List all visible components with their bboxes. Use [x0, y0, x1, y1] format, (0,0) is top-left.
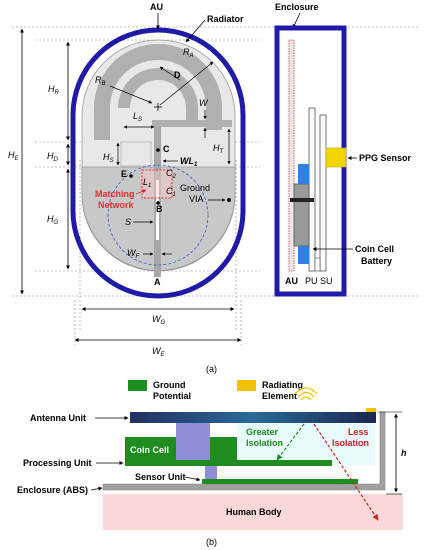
panel-a-side-view: Enclosure PPG Sensor Coin Cell Battery A… [274, 2, 412, 297]
side-au-strip [288, 39, 295, 272]
label-au-top: AU [150, 2, 163, 12]
label-antenna-unit: Antenna Unit [30, 413, 86, 423]
side-pu-board [308, 107, 316, 272]
label-w-g: WG [152, 314, 166, 326]
label-greater-1: Greater [246, 427, 279, 437]
label-sensor-unit: Sensor Unit [135, 472, 186, 482]
label-panel-a: (a) [206, 364, 217, 374]
label-processing-unit: Processing Unit [23, 458, 92, 468]
side-su-board [319, 114, 327, 272]
label-enclosure-abs: Enclosure (ABS) [17, 485, 88, 495]
label-coin-cell: Coin Cell [130, 445, 169, 455]
label-point-a: A [154, 277, 161, 287]
label-w-f: WF [127, 248, 140, 260]
enclosure-outline [70, 27, 246, 299]
label-point-d: D [174, 70, 181, 80]
label-matching-1: Matching [95, 189, 135, 199]
label-s: S [125, 217, 131, 227]
label-ground-2: VIA [189, 194, 204, 204]
label-w: W [199, 98, 209, 108]
antenna-unit-board [130, 412, 376, 423]
label-c1: C1 [166, 186, 176, 198]
label-side-au: AU [285, 276, 298, 286]
label-r-b: RB [95, 75, 106, 87]
radiator-stub [152, 120, 232, 127]
human-body [103, 494, 403, 530]
processing-unit-board [125, 460, 332, 466]
label-greater-2: Isolation [246, 438, 283, 448]
label-point-c: C [163, 144, 170, 154]
label-h-e: HE [8, 150, 20, 162]
matching-network-box [141, 169, 173, 199]
legend-radiating-2: Element [262, 391, 297, 401]
ground-via-dot [227, 198, 231, 202]
legend-ground-swatch [128, 380, 147, 391]
label-less-2: Isolation [332, 438, 369, 448]
label-point-b: B [156, 204, 163, 214]
label-c2: C2 [166, 168, 177, 180]
feed-gap [156, 180, 159, 240]
radiation-wave-icon [294, 387, 318, 401]
label-radiator: Radiator [207, 14, 244, 24]
label-w-e: WE [152, 346, 166, 358]
label-less-1: Less [348, 427, 369, 437]
label-human-body: Human Body [226, 507, 282, 517]
label-h-t: HT [213, 143, 225, 155]
label-ppg: PPG Sensor [359, 153, 412, 163]
ground-slot [120, 141, 152, 167]
side-battery [293, 183, 310, 247]
label-h-r: HR [48, 84, 60, 96]
radiator-outer-arm [94, 44, 222, 140]
legend-ground-2: Potential [153, 391, 191, 401]
label-l-s: LS [133, 111, 142, 123]
label-enclosure: Enclosure [275, 2, 319, 12]
label-coin-1: Coin Cell [355, 244, 394, 254]
label-ground-1: Ground [180, 183, 210, 193]
legend-ground: Ground [153, 380, 186, 390]
label-panel-b: (b) [206, 537, 217, 547]
label-point-e: E [121, 169, 127, 179]
label-h-s: HS [103, 152, 114, 164]
label-side-pu: PU [305, 276, 318, 286]
label-h: h [401, 448, 407, 458]
ppg-sensor [325, 147, 347, 168]
sensor-unit-board [202, 479, 358, 484]
label-wl1: WL1 [180, 156, 198, 168]
label-matching-2: Network [98, 200, 135, 210]
legend-radiating: Radiating [262, 380, 303, 390]
battery-footprint [107, 164, 209, 266]
legend-radiating-swatch [237, 380, 256, 391]
label-r-a: RA [183, 47, 194, 59]
label-h-g: HG [47, 214, 59, 226]
label-side-su: SU [320, 276, 333, 286]
label-h-d: HD [47, 151, 59, 163]
label-coin-2: Battery [361, 256, 392, 266]
radiator-inner-arm [118, 68, 198, 120]
label-l1: L1 [143, 177, 151, 189]
panel-b: Ground Potential Radiating Element Human… [17, 380, 407, 530]
panel-a-top-view: HE HR HD HG WG WE AU Radiator RA D RB [8, 2, 420, 358]
